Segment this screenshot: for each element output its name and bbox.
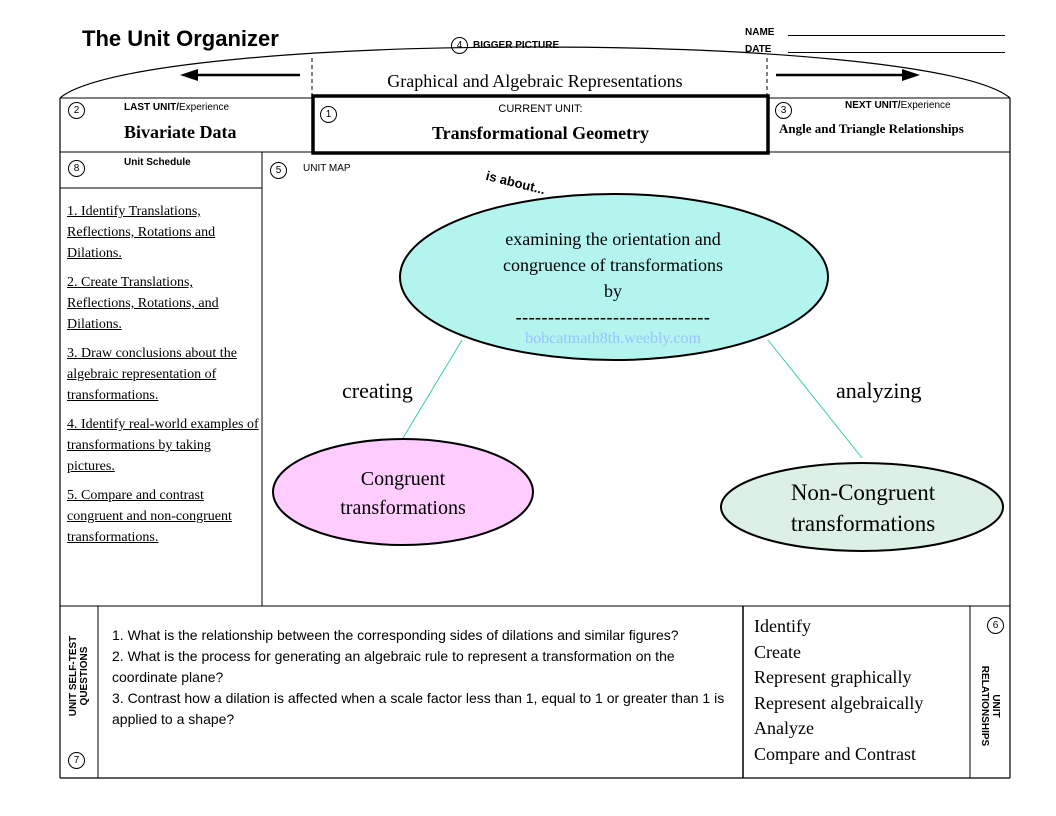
- name-label: NAME: [745, 27, 775, 38]
- main-ellipse: [399, 193, 829, 361]
- relationship-item: Compare and Contrast: [754, 743, 916, 764]
- schedule-number: 8: [68, 160, 85, 177]
- bigger-picture-number: 4: [451, 37, 468, 54]
- bigger-picture-text: Graphical and Algebraic Representations: [387, 71, 683, 91]
- relationship-item: Analyze: [754, 718, 814, 738]
- self-test-questions: 1. What is the relationship between the …: [112, 625, 736, 730]
- current-unit-label: CURRENT UNIT:: [498, 103, 583, 115]
- schedule-item: 2. Create Translations, Reflections, Rot…: [67, 275, 219, 332]
- left-node-text: Congruent transformations: [340, 468, 466, 519]
- self-test-number: 7: [68, 752, 85, 769]
- schedule-item: 5. Compare and contrast congruent and no…: [67, 488, 232, 545]
- schedule-item: 4. Identify real-world examples of trans…: [67, 417, 259, 474]
- unit-map-number: 5: [270, 162, 287, 179]
- question-item: 3. Contrast how a dilation is affected w…: [112, 690, 725, 727]
- page-title: The Unit Organizer: [82, 26, 279, 51]
- self-test-label: UNIT SELF-TEST QUESTIONS: [68, 635, 90, 717]
- next-unit-number: 3: [775, 102, 792, 119]
- bigger-picture-arc: [59, 46, 1011, 99]
- connector-left: [402, 339, 463, 439]
- last-unit-value: Bivariate Data: [124, 122, 237, 142]
- right-connector-label: analyzing: [836, 378, 922, 403]
- relationships-list: Identify Create Represent graphically Re…: [754, 614, 923, 767]
- left-ellipse: [272, 438, 534, 546]
- date-label: DATE: [745, 44, 772, 55]
- current-unit-box: [311, 94, 770, 155]
- right-node-text: Non-Congruent transformations: [790, 480, 936, 536]
- right-ellipse: [720, 462, 1004, 552]
- relationships-label: UNIT RELATIONSHIPS: [979, 665, 1001, 747]
- name-line[interactable]: [788, 35, 1005, 36]
- schedule-list: 1. Identify Translations, Reflections, R…: [67, 201, 260, 556]
- schedule-label: Unit Schedule: [124, 157, 191, 168]
- relationship-item: Represent graphically: [754, 667, 912, 687]
- relationship-item: Represent algebraically: [754, 692, 924, 713]
- question-item: 2. What is the process for generating an…: [112, 648, 675, 685]
- left-connector-label: creating: [342, 378, 413, 403]
- relationship-item: Identify: [754, 616, 811, 636]
- main-ellipse-text: examining the orientation and congruence…: [503, 229, 723, 327]
- current-unit-value: Transformational Geometry: [431, 123, 650, 143]
- unit-map-label: UNIT MAP: [303, 163, 351, 174]
- schedule-item: 1. Identify Translations, Reflections, R…: [67, 204, 216, 261]
- bigger-picture-label: BIGGER PICTURE: [473, 40, 560, 51]
- current-unit-number: 1: [320, 106, 337, 123]
- next-unit-label: NEXT UNIT/Experience: [845, 100, 951, 111]
- date-line[interactable]: [788, 52, 1005, 53]
- arrow-left-head: [180, 69, 198, 81]
- question-item: 1. What is the relationship between the …: [112, 627, 679, 643]
- connector-right: [767, 339, 863, 459]
- last-unit-number: 2: [68, 102, 85, 119]
- schedule-item: 3. Draw conclusions about the algebraic …: [67, 346, 237, 403]
- last-unit-label: LAST UNIT/Experience: [124, 102, 230, 113]
- watermark-text: bobcatmath8th.weebly.com: [525, 330, 701, 347]
- next-unit-value: Angle and Triangle Relationships: [779, 121, 964, 136]
- relationships-number: 6: [987, 617, 1004, 634]
- relationship-item: Create: [754, 641, 801, 662]
- arrow-right-head: [902, 69, 920, 81]
